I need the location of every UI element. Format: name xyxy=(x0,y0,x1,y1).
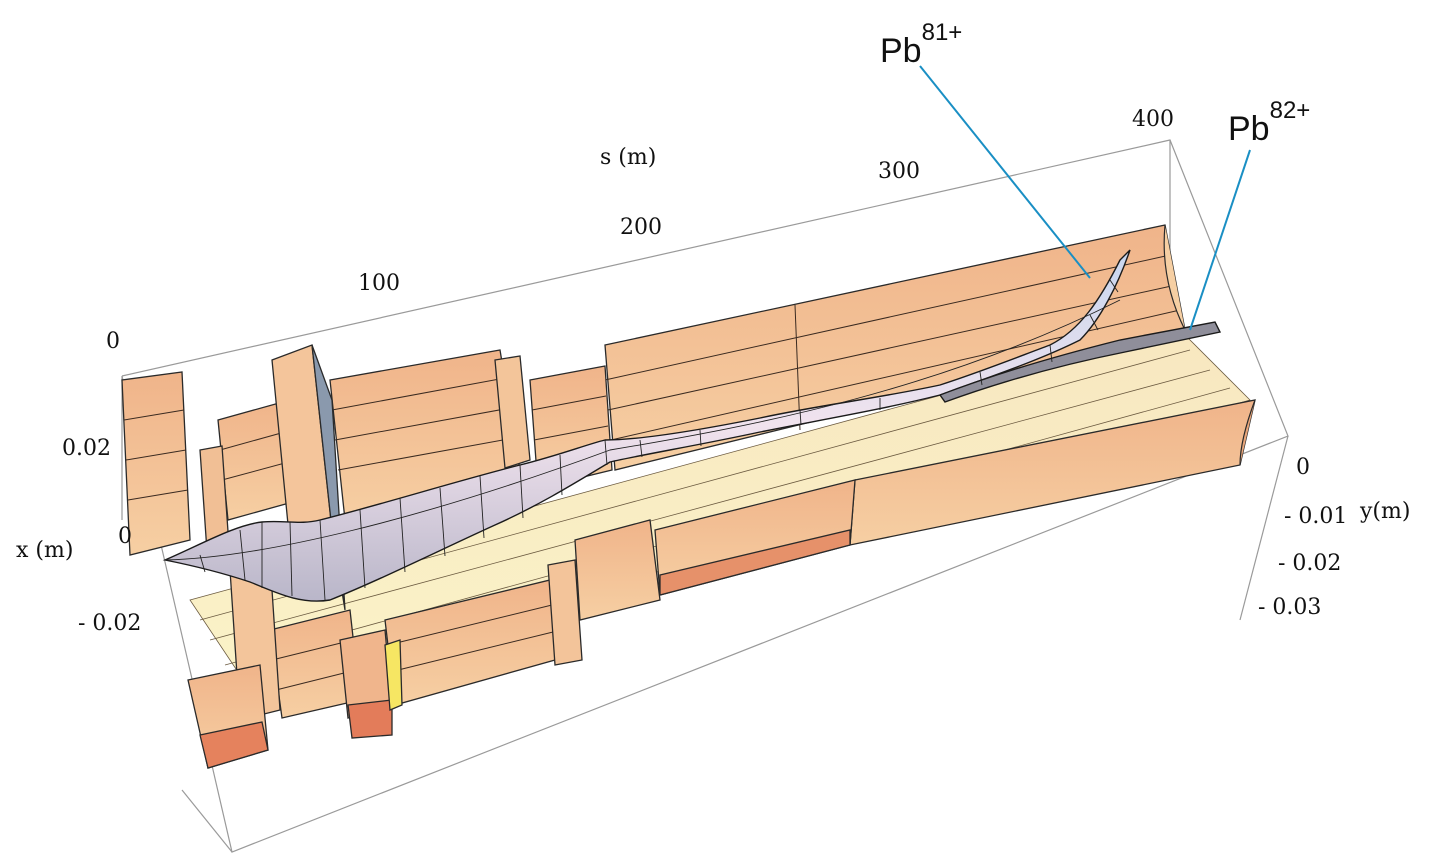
label-pb81: Pb81+ xyxy=(880,19,962,70)
x-axis-tick: - 0.02 xyxy=(78,611,141,636)
s-axis: s (m) 100 200 300 400 xyxy=(358,107,1174,296)
y-axis-tick: - 0.01 xyxy=(1284,504,1347,529)
magnet-wall-upper xyxy=(217,224,1186,611)
pb81-charge: 81+ xyxy=(922,19,963,46)
y-axis: 0 - 0.01 y(m) - 0.02 - 0.03 xyxy=(1258,455,1410,620)
beam-envelope xyxy=(162,249,1222,602)
s-axis-tick: 100 xyxy=(358,271,400,296)
s-axis-tick: 300 xyxy=(878,159,920,184)
x-axis-tick: 0 xyxy=(118,524,132,549)
x-axis: 0 0.02 x (m) 0 - 0.02 xyxy=(16,329,141,636)
magnet-wall-lower xyxy=(187,399,1256,769)
x-axis-tick: 0.02 xyxy=(62,436,111,461)
y-axis-tick: 0 xyxy=(1296,455,1310,480)
s-axis-tick: 200 xyxy=(620,215,662,240)
magnet-block-left xyxy=(121,371,231,567)
y-axis-tick: - 0.03 xyxy=(1258,595,1321,620)
leader-lines xyxy=(919,65,1251,331)
svg-text:Pb81+: Pb81+ xyxy=(880,19,962,70)
pb82-charge: 82+ xyxy=(1270,97,1311,124)
x-axis-label: x (m) xyxy=(16,538,73,563)
pb82-base: Pb xyxy=(1228,110,1270,148)
svg-text:Pb82+: Pb82+ xyxy=(1228,97,1310,148)
y-axis-label: y(m) xyxy=(1359,499,1410,524)
pb81-base: Pb xyxy=(880,32,922,70)
x-axis-tick: 0 xyxy=(106,329,120,354)
y-axis-tick: - 0.02 xyxy=(1278,551,1341,576)
s-axis-tick: 400 xyxy=(1132,107,1174,132)
label-pb82: Pb82+ xyxy=(1228,97,1310,148)
beam-mesh-lines xyxy=(164,279,1121,601)
s-axis-label: s (m) xyxy=(600,145,656,170)
